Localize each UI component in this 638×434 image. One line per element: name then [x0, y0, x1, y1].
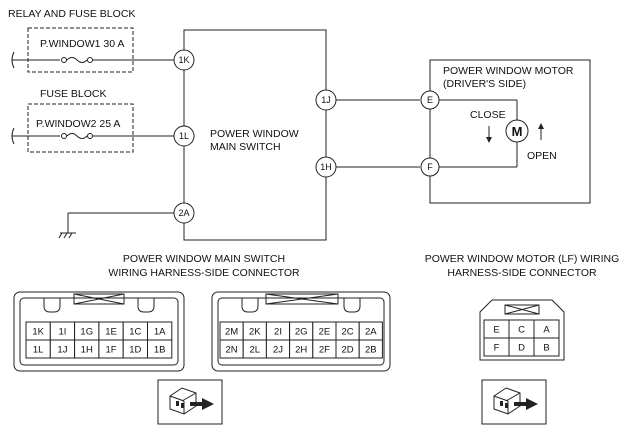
open-label: OPEN [527, 150, 557, 162]
connector-pin-label: B [543, 343, 549, 354]
connector-pin-label: 2J [273, 345, 283, 356]
main-switch-label-2: MAIN SWITCH [210, 141, 281, 153]
switch-plug-hint-icon [157, 379, 223, 425]
fuse-2-symbol [66, 133, 88, 139]
pin-1l [173, 125, 195, 147]
connector-pin-label: D [518, 343, 525, 354]
switch-connector-caption-1: POWER WINDOW MAIN SWITCH [123, 253, 285, 265]
fuse-1-box [27, 27, 134, 73]
fuse-1-label: P.WINDOW1 30 A [40, 38, 124, 50]
connector-pin-label: A [543, 325, 550, 336]
connector-pin-label: 2N [226, 345, 238, 356]
connector-pin-label: 2E [319, 327, 331, 338]
relay-fuse-block-label: RELAY AND FUSE BLOCK [8, 8, 135, 20]
connector-cell [533, 337, 560, 357]
connector-pin-label: 2K [249, 327, 261, 338]
motor-symbol-label: M [512, 124, 523, 139]
connector-pin-label: F [494, 343, 500, 354]
pin-1l-label: 1L [179, 131, 189, 141]
connector-pin-label: 1F [106, 345, 117, 356]
ground-hatch-2 [63, 232, 68, 239]
motor-label-2: (DRIVER'S SIDE) [443, 78, 526, 90]
connector-pin-label: 1E [105, 327, 117, 338]
connector-pin-label: 1G [80, 327, 93, 338]
motor-label-1: POWER WINDOW MOTOR [443, 65, 574, 77]
connector-pin-label: 1J [57, 345, 67, 356]
fuse-2: P.WINDOW2 25 A [11, 103, 174, 153]
motor-connector-caption-2: HARNESS-SIDE CONNECTOR [447, 267, 597, 279]
connector-pin-label: 1K [32, 327, 44, 338]
fuse-2-terminal-left [61, 133, 67, 139]
connector-pin-label: 2B [365, 345, 377, 356]
fuse-2-terminal-right [87, 133, 93, 139]
pin-1k-label: 1K [178, 55, 189, 65]
ground-hatch-3 [68, 232, 73, 239]
pin-2a [173, 202, 195, 224]
connector-pin-label: 2A [365, 327, 377, 338]
connector-pin-label: 2G [295, 327, 308, 338]
fuse-2-box [27, 103, 134, 153]
close-arrow-icon [486, 126, 492, 143]
motor-connector-grid: E C A F D B [483, 319, 560, 357]
connector-cell [147, 339, 173, 359]
connector-pin-label: 2F [319, 345, 330, 356]
pin-1j-label: 1J [321, 95, 331, 105]
switch-connector-caption-2: WIRING HARNESS-SIDE CONNECTOR [108, 267, 300, 279]
motor-connector-caption-1: POWER WINDOW MOTOR (LF) WIRING [425, 253, 620, 265]
connector-pin-label: 1C [129, 327, 141, 338]
main-switch-box [183, 29, 327, 241]
connector-pin-label: C [518, 325, 525, 336]
connector-pin-label: 2D [342, 345, 354, 356]
fuse-1-terminal-right [87, 57, 93, 63]
connector-pin-label: 2M [225, 327, 238, 338]
close-label: CLOSE [470, 109, 506, 121]
connector-pin-label: 1A [154, 327, 166, 338]
connector-pin-label: E [493, 325, 499, 336]
open-arrow-icon [538, 123, 544, 140]
pin-2a-label: 2A [178, 208, 189, 218]
connector-cell [358, 339, 383, 359]
ground-hatch-1 [58, 232, 63, 239]
connector-pin-label: 1B [154, 345, 166, 356]
switch-connector-right-grid: 2M 2K 2I 2G 2E 2C 2A 2N 2L 2J 2H 2F 2D 2B [219, 321, 383, 359]
connector-pin-label: 1I [58, 327, 66, 338]
connector-pin-label: 2C [342, 327, 354, 338]
connector-pin-label: 1D [129, 345, 141, 356]
main-switch-label-1: POWER WINDOW [210, 128, 299, 140]
connector-pin-label: 2I [274, 327, 282, 338]
fuse-block-label: FUSE BLOCK [40, 88, 107, 100]
motor-symbol [505, 119, 529, 143]
fuse-1-symbol [66, 57, 88, 63]
fuse-1-terminal-left [61, 57, 67, 63]
ground [58, 212, 174, 239]
pin-1k [173, 49, 195, 71]
connector-pin-label: 1H [81, 345, 93, 356]
fuse-2-label: P.WINDOW2 25 A [36, 118, 120, 130]
connector-pin-label: 2L [250, 345, 261, 356]
fuse-1: P.WINDOW1 30 A [11, 27, 174, 73]
pin-f-label: F [427, 162, 433, 172]
motor-plug-hint-icon [481, 379, 547, 425]
pin-e-label: E [427, 95, 433, 105]
switch-connector-left-grid: 1K 1I 1G 1E 1C 1A 1L 1J 1H 1F 1D 1B [25, 321, 173, 359]
pin-1h-label: 1H [320, 162, 332, 172]
connector-pin-label: 1L [33, 345, 44, 356]
connector-pin-label: 2H [295, 345, 307, 356]
